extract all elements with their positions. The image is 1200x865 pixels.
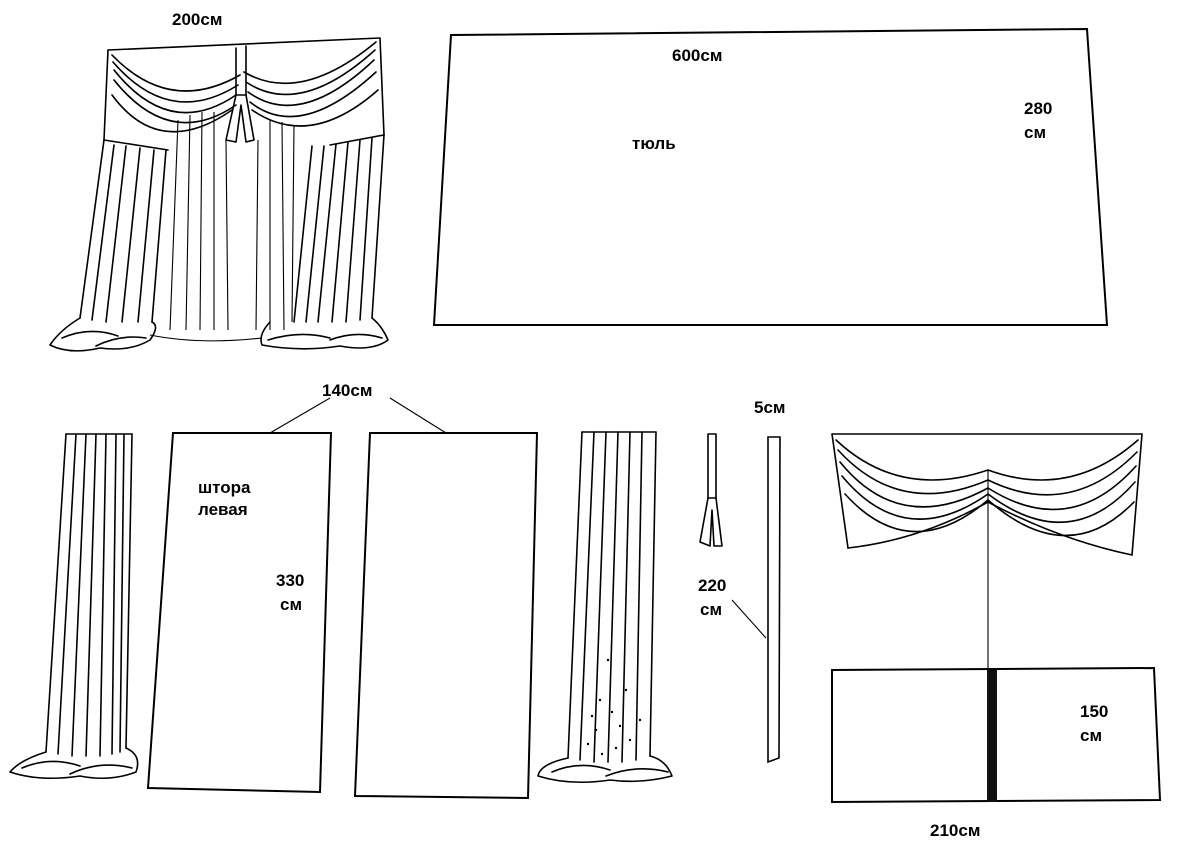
valance-center-seam — [987, 670, 997, 802]
floor-pool-left — [49, 317, 157, 352]
right-curtain-panel — [353, 432, 539, 800]
panel-width-leader — [269, 397, 447, 434]
label-tulle-width: 600см — [672, 46, 723, 65]
valance-swags-left — [103, 49, 241, 151]
label-top-curtain-width: 200см — [172, 10, 223, 29]
label-valance-width: 210см — [930, 821, 981, 840]
right-gathered-drape — [537, 431, 673, 784]
label-valance-height-num: 150 — [1080, 702, 1109, 721]
left-curtain-panel — [146, 432, 333, 794]
label-valance-height-unit: см — [1080, 726, 1103, 745]
label-panel-width: 140см — [322, 381, 373, 400]
assembled-curtain-illustration — [49, 37, 389, 352]
valance-swags-right — [243, 37, 385, 146]
tieback-length-leader — [731, 599, 767, 639]
texture-speckles — [586, 658, 642, 756]
tulle-pleats — [169, 111, 295, 331]
tulle-panel-outline — [432, 27, 1109, 326]
label-tieback-length-num: 220 — [698, 576, 727, 595]
tieback-small — [699, 433, 723, 547]
label-panel-height-num: 330 — [276, 571, 305, 590]
left-gathered-drape — [9, 433, 139, 780]
label-left-curtain-name-2: левая — [198, 500, 248, 519]
label-tulle-height-num: 280 — [1024, 99, 1053, 118]
label-tieback-width: 5см — [754, 398, 786, 417]
label-tulle-height-unit: см — [1024, 123, 1047, 142]
side-drapes — [79, 134, 385, 323]
tieback-strip — [767, 436, 781, 764]
valance-swag-detail — [831, 433, 1143, 670]
label-panel-height-unit: см — [280, 595, 303, 614]
floor-pool-right — [260, 317, 389, 350]
label-left-curtain-name-1: штора — [198, 478, 251, 497]
label-tulle-name: тюль — [632, 134, 676, 153]
label-tieback-length-unit: см — [700, 600, 723, 619]
